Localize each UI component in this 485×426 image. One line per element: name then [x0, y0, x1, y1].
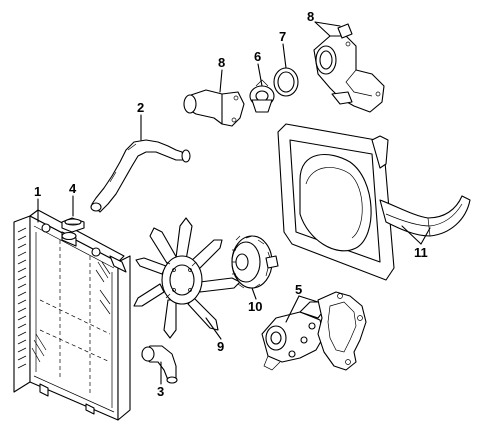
callout-7: 7 — [279, 29, 286, 44]
callout-3: 3 — [157, 384, 164, 399]
thermostat-gasket — [273, 67, 299, 97]
fan-shroud — [277, 123, 471, 281]
callout-5: 5 — [295, 282, 302, 297]
upper-hose — [90, 139, 191, 213]
callout-4: 4 — [69, 181, 77, 196]
radiator-cap — [61, 217, 85, 233]
callout-2: 2 — [137, 100, 144, 115]
callout-8-outlet: 8 — [218, 55, 225, 70]
fan-clutch — [231, 235, 279, 289]
leader-lines — [37, 21, 431, 385]
lower-hose — [141, 345, 178, 384]
water-pump — [261, 301, 325, 371]
thermostat-housing — [313, 23, 385, 113]
callout-1: 1 — [34, 184, 41, 199]
callout-9: 9 — [217, 339, 224, 354]
water-pump-gasket — [317, 291, 367, 371]
radiator — [13, 209, 131, 421]
callout-labels: 1 2 3 4 5 6 7 8 8 9 10 11 — [34, 9, 428, 399]
callout-10: 10 — [248, 299, 262, 314]
callout-8-housing: 8 — [307, 9, 314, 24]
callout-6: 6 — [254, 49, 261, 64]
callout-11: 11 — [414, 245, 428, 260]
water-outlet — [183, 89, 245, 127]
thermostat — [249, 79, 275, 113]
fan-blade — [133, 217, 241, 339]
